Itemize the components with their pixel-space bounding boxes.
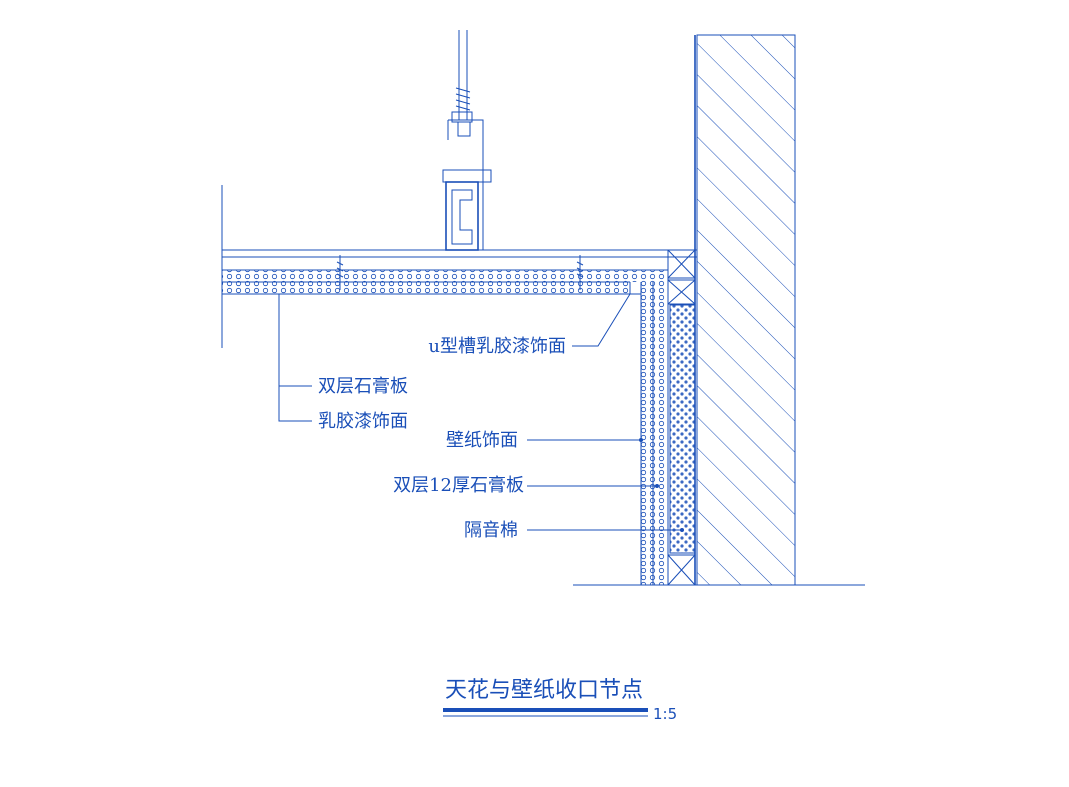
ceiling-gypsum-board (222, 269, 668, 295)
leader-lines (278, 293, 684, 532)
title-underline (443, 708, 648, 712)
label-double-gypsum: 双层石膏板 (318, 375, 408, 397)
drawing-scale: 1:5 (653, 705, 677, 723)
label-wallpaper: 壁纸饰面 (446, 430, 518, 451)
screws (336, 255, 584, 290)
wall-gypsum-board (629, 270, 669, 585)
timber-blocks (667, 249, 696, 586)
label-insulation: 隔音棉 (464, 520, 518, 541)
label-latex-finish: 乳胶漆饰面 (318, 411, 408, 432)
hanger-bracket (442, 119, 492, 251)
label-u-groove: u型槽乳胶漆饰面 (428, 336, 566, 357)
hanger-rod (451, 30, 473, 137)
concrete-wall (694, 34, 796, 586)
drawing-title: 天花与壁纸收口节点 (445, 678, 643, 703)
label-double-12-gypsum: 双层12厚石膏板 (393, 474, 524, 496)
sound-insulation (669, 304, 696, 554)
ceiling-keel (222, 249, 697, 258)
